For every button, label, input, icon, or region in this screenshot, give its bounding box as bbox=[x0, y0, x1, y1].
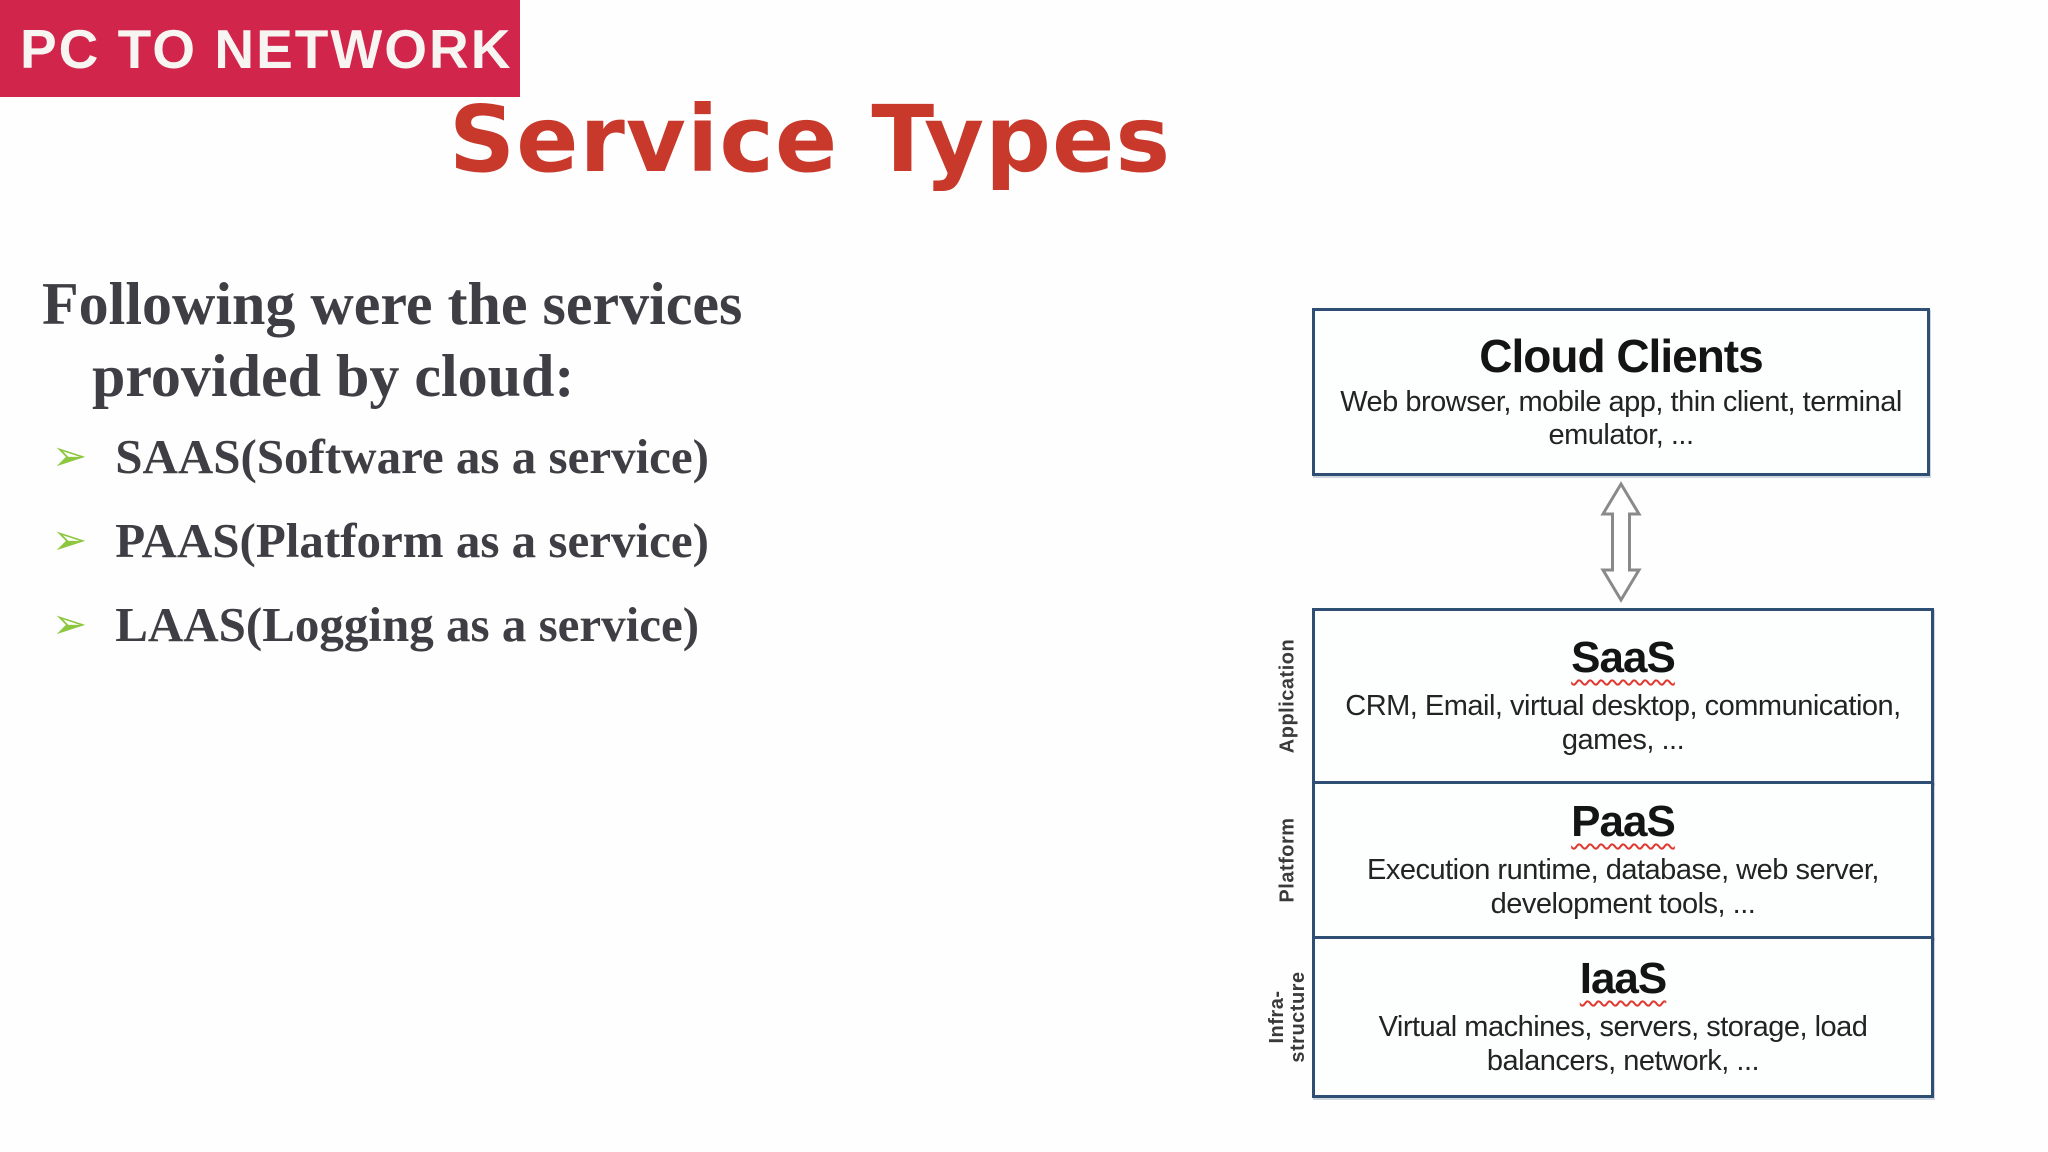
side-label-infrastructure: Infra-structure bbox=[1266, 971, 1309, 1063]
bullet-label-laas: LAAS(Logging as a service) bbox=[115, 597, 700, 652]
heading-line-2: provided by cloud: bbox=[92, 343, 575, 409]
bullet-list: ➢ SAAS(Software as a service) ➢ PAAS(Pla… bbox=[52, 428, 709, 680]
layer-row-paas: Platform PaaS Execution runtime, databas… bbox=[1264, 781, 1934, 939]
cloud-clients-box: Cloud Clients Web browser, mobile app, t… bbox=[1312, 308, 1930, 476]
side-label-cell: Infra-structure bbox=[1264, 936, 1312, 1098]
side-label-platform: Platform bbox=[1276, 817, 1299, 903]
cloud-stack-diagram: Cloud Clients Web browser, mobile app, t… bbox=[1264, 308, 1934, 1098]
list-item: ➢ LAAS(Logging as a service) bbox=[52, 596, 709, 653]
bullet-label-paas: PAAS(Platform as a service) bbox=[115, 513, 709, 568]
bullet-label-saas: SAAS(Software as a service) bbox=[115, 429, 709, 484]
arrowhead-bullet-icon: ➢ bbox=[52, 431, 88, 480]
side-label-cell: Application bbox=[1264, 608, 1312, 784]
service-layers: Application SaaS CRM, Email, virtual des… bbox=[1264, 608, 1934, 1098]
heading-line-1: Following were the services bbox=[42, 271, 743, 337]
brand-banner: PC TO NETWORK bbox=[0, 0, 520, 97]
brand-banner-label: PC TO NETWORK bbox=[20, 17, 513, 80]
iaas-box: IaaS Virtual machines, servers, storage,… bbox=[1312, 936, 1934, 1098]
page-title: Service Types bbox=[448, 86, 1172, 193]
list-item: ➢ SAAS(Software as a service) bbox=[52, 428, 709, 485]
saas-title: SaaS bbox=[1571, 633, 1676, 683]
iaas-title: IaaS bbox=[1579, 954, 1668, 1004]
cloud-clients-title: Cloud Clients bbox=[1479, 330, 1763, 383]
layer-row-saas: Application SaaS CRM, Email, virtual des… bbox=[1264, 608, 1934, 784]
arrowhead-bullet-icon: ➢ bbox=[52, 599, 88, 648]
side-label-cell: Platform bbox=[1264, 781, 1312, 939]
iaas-desc: Virtual machines, servers, storage, load… bbox=[1378, 1011, 1868, 1077]
arrowhead-bullet-icon: ➢ bbox=[52, 515, 88, 564]
saas-box: SaaS CRM, Email, virtual desktop, commun… bbox=[1312, 608, 1934, 784]
double-vertical-arrow-icon bbox=[1600, 481, 1642, 603]
paas-box: PaaS Execution runtime, database, web se… bbox=[1312, 781, 1934, 939]
saas-desc: CRM, Email, virtual desktop, communicati… bbox=[1345, 690, 1901, 756]
paas-desc: Execution runtime, database, web server,… bbox=[1367, 854, 1879, 920]
cloud-clients-desc: Web browser, mobile app, thin client, te… bbox=[1340, 385, 1902, 452]
connector-zone bbox=[1312, 476, 1930, 608]
heading: Following were the services provided by … bbox=[42, 268, 742, 412]
list-item: ➢ PAAS(Platform as a service) bbox=[52, 512, 709, 569]
layer-row-iaas: Infra-structure IaaS Virtual machines, s… bbox=[1264, 936, 1934, 1098]
paas-title: PaaS bbox=[1571, 797, 1676, 847]
